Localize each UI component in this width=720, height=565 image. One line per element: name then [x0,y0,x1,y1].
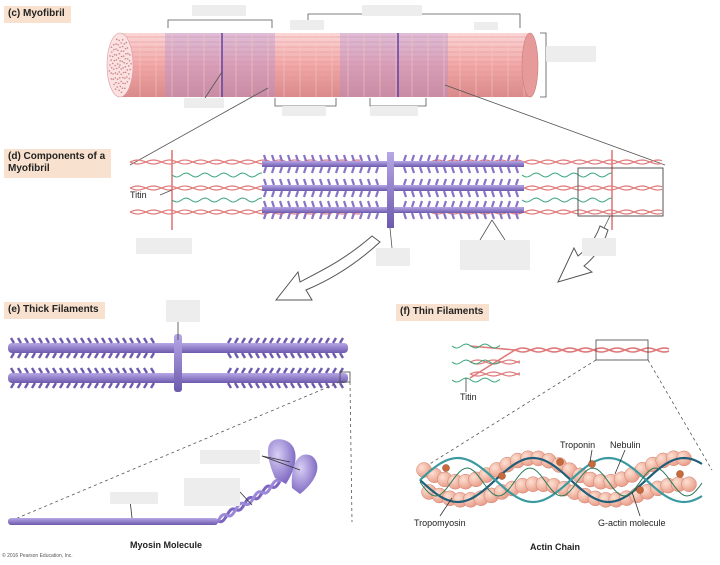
tropomyosin-label: Tropomyosin [414,518,466,528]
copyright-notice: © 2016 Pearson Education, Inc. [2,553,73,559]
titin-label-f: Titin [460,392,477,402]
myosin-molecule [8,439,318,525]
troponin-label: Troponin [560,440,596,450]
section-d-heading: (d) Components of a Myofibril [4,149,112,178]
actin-chain [416,449,703,517]
section-f-heading: (f) Thin Filaments [396,304,490,321]
label-blank-e3 [184,478,240,506]
label-blank-e2 [200,450,260,464]
label-blank-e1 [166,300,200,322]
label-blank-d1 [136,238,192,254]
actin-chain-caption: Actin Chain [530,542,581,552]
myofibril-cross-section-dots [108,38,132,94]
g-actin-label: G-actin molecule [598,518,666,528]
section-e-heading: (e) Thick Filaments [4,302,105,319]
label-blank-c3 [362,5,422,16]
thick-filaments-section [7,322,353,523]
myosin-molecule-caption: Myosin Molecule [130,540,203,550]
section-c-heading: (c) Myofibril [4,6,71,23]
myofibril-cylinder [106,32,539,98]
zoom-arrows [274,225,609,301]
label-blank-c1 [192,5,246,16]
label-blank-d4 [582,238,616,256]
label-blank-c4 [474,22,498,30]
label-blank-c6 [184,98,224,108]
myofibril-striations [122,33,530,97]
label-blank-e4 [110,492,158,504]
thick-filament-rods [8,334,348,392]
titin-strands-d [171,172,613,203]
thin-filament-strands [451,343,670,383]
label-blank-d3 [460,240,530,270]
label-blank-c5 [546,46,596,62]
label-blank-c7 [282,106,326,116]
titin-label-d: Titin [130,190,147,200]
label-blank-d2 [376,248,410,266]
label-blank-c2 [290,20,324,30]
label-blank-c8 [370,106,418,116]
thin-filaments-section [419,339,713,471]
nebulin-label: Nebulin [610,440,641,450]
myofibril-components [129,150,664,249]
